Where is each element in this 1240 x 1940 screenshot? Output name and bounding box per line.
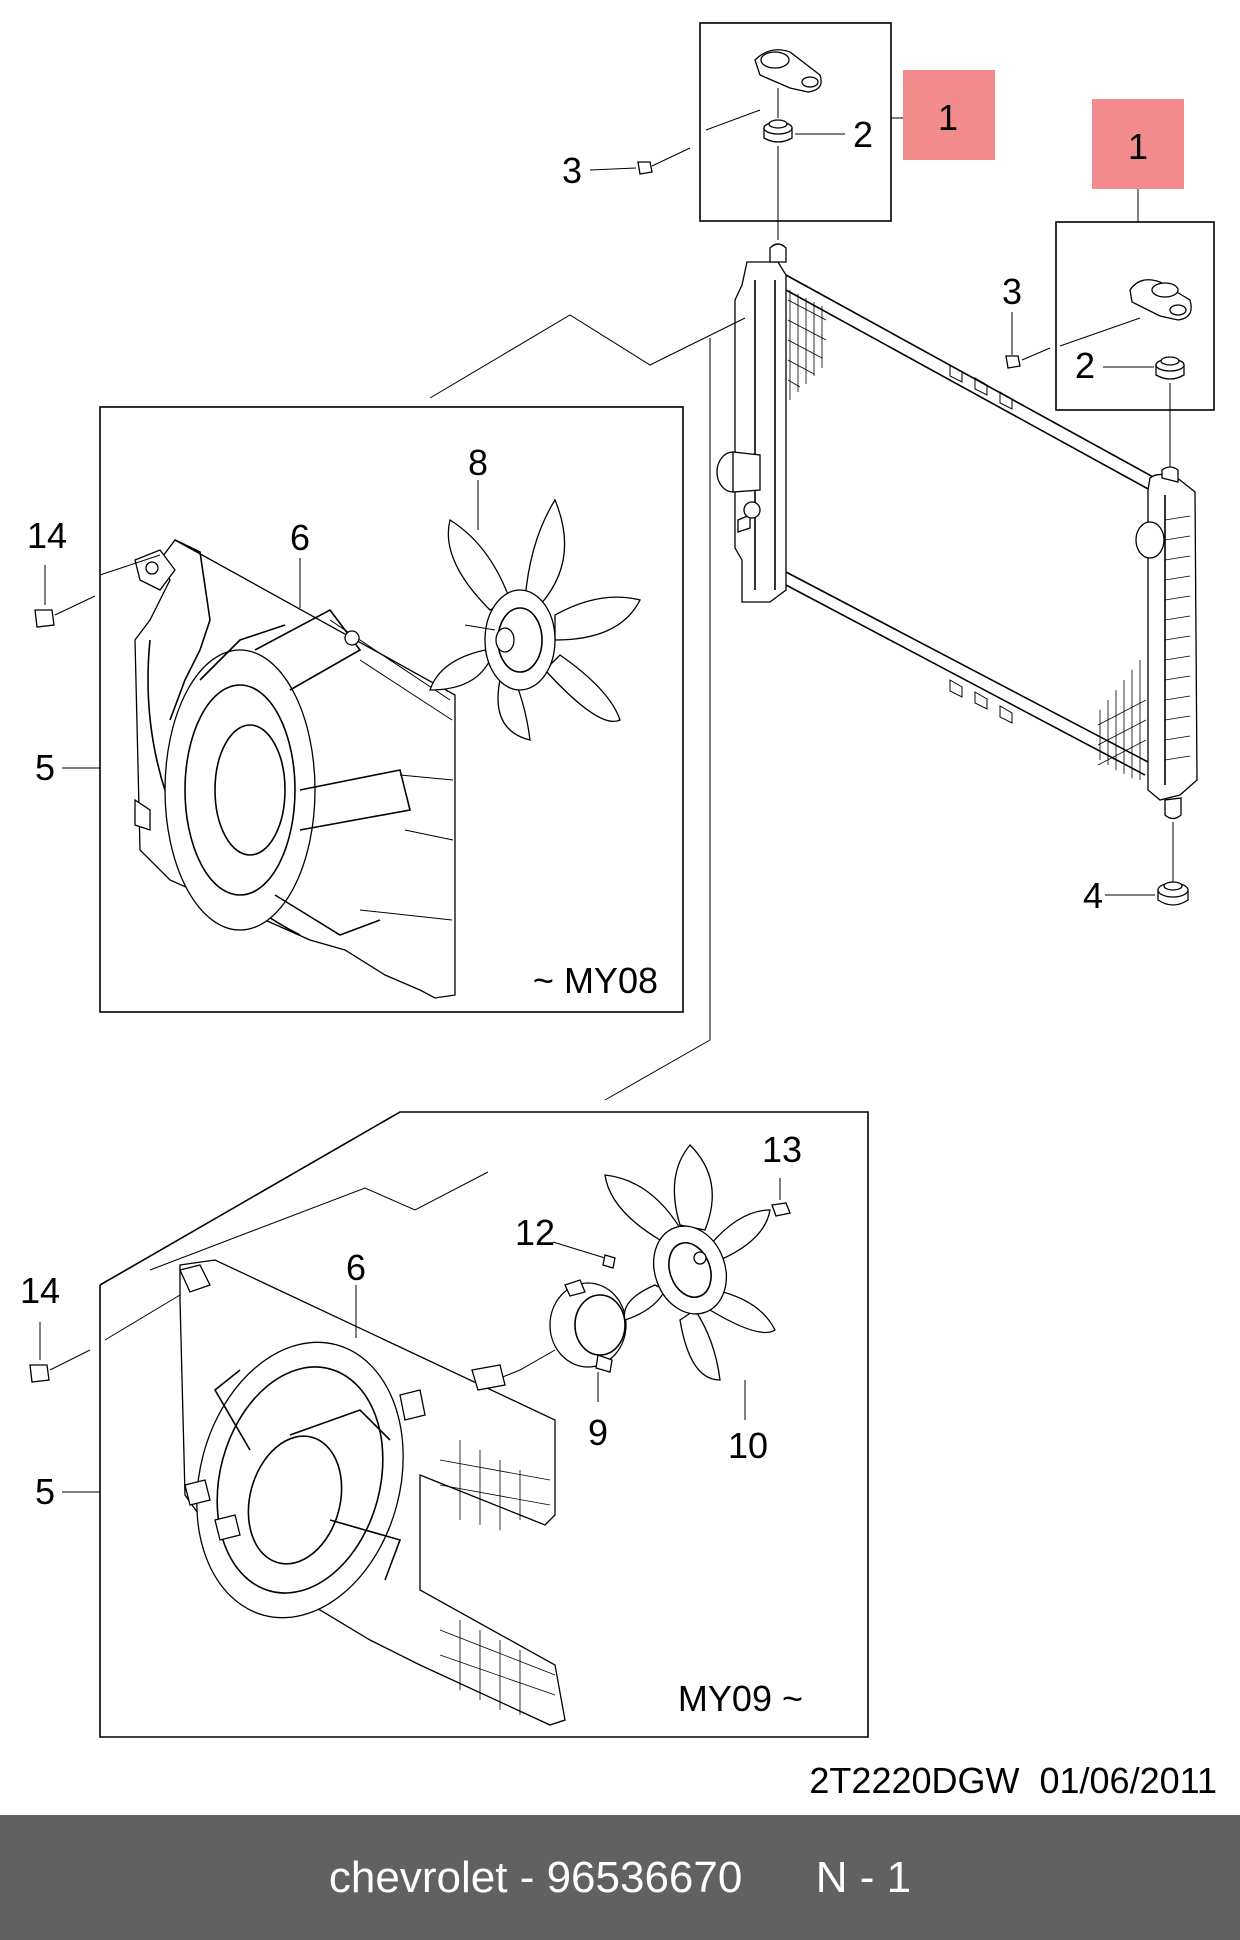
callout-14-upper: 14	[27, 515, 67, 556]
fan-10	[604, 1144, 776, 1420]
panel-lower-label: MY09 ~	[678, 1678, 803, 1719]
right-mount-detail	[1055, 189, 1215, 470]
radiator	[716, 208, 1198, 882]
callout-5-lower: 5	[35, 1471, 55, 1512]
footer-bar: chevrolet - 96536670 N - 1	[0, 1815, 1240, 1940]
panel-upper-label: ~ MY08	[533, 960, 658, 1001]
callout-1-top: 1	[938, 97, 958, 138]
callout-8: 8	[468, 442, 488, 483]
callout-12: 12	[515, 1212, 555, 1253]
callout-3-right: 3	[1002, 271, 1022, 312]
callout-labels: 1 1 2 2 3 3 4 5 5 6 6 8 9 10 12 13 14 14…	[20, 97, 1217, 1801]
callout-3-top: 3	[562, 150, 582, 191]
callout-1-highlight-right	[1092, 99, 1184, 189]
callout-14-lower: 14	[20, 1270, 60, 1311]
leader-lines	[429, 314, 746, 1101]
grommet-4	[1105, 881, 1189, 906]
callout-2-right: 2	[1075, 345, 1095, 386]
parts-diagram: 1 1 2 2 3 3 4 5 5 6 6 8 9 10 12 13 14 14…	[20, 22, 1217, 1801]
top-mount-detail	[699, 22, 903, 222]
callout-10: 10	[728, 1425, 768, 1466]
callout-1-highlight-top	[903, 70, 995, 160]
callout-13: 13	[762, 1129, 802, 1170]
nut-13	[771, 1178, 791, 1217]
callout-1-right: 1	[1128, 126, 1148, 167]
callout-5-upper: 5	[35, 747, 55, 788]
callout-6-upper: 6	[290, 517, 310, 558]
lower-fan-panel	[29, 1111, 869, 1738]
footer-position: N - 1	[815, 1852, 912, 1902]
footer-part-number: 96536670	[546, 1852, 743, 1902]
screw-12	[552, 1241, 616, 1269]
motor-9	[471, 1279, 627, 1402]
footer-brand: chevrolet	[328, 1852, 508, 1902]
callout-9: 9	[588, 1412, 608, 1453]
callout-6-lower: 6	[346, 1247, 366, 1288]
footer-gap	[742, 1853, 815, 1903]
callout-4: 4	[1083, 875, 1103, 916]
upper-fan-panel	[34, 406, 684, 1013]
drawing-code: 2T2220DGW 01/06/2011	[809, 1760, 1217, 1801]
screw-3-top	[589, 147, 691, 175]
screw-3-right	[1005, 312, 1051, 369]
footer-separator: -	[507, 1852, 547, 1902]
callout-2-top: 2	[853, 114, 873, 155]
fan-8	[429, 480, 641, 741]
